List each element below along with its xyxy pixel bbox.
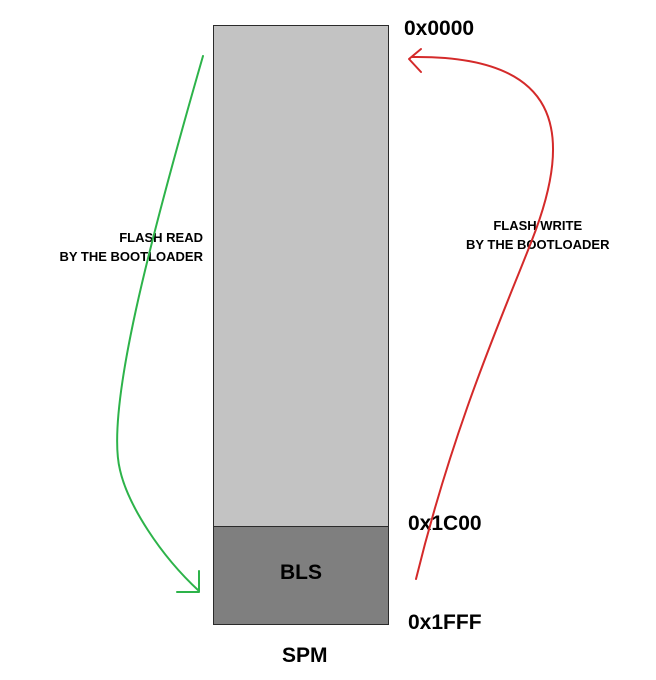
flash-write-line1: FLASH WRITE bbox=[493, 218, 583, 233]
flash-write-annotation: FLASH WRITE BY THE BOOTLOADER bbox=[466, 216, 610, 254]
flash-write-arrow bbox=[408, 48, 555, 580]
flash-read-line1: FLASH READ bbox=[119, 230, 203, 245]
bls-label: BLS bbox=[280, 560, 322, 584]
flash-write-line2: BY THE BOOTLOADER bbox=[466, 237, 610, 252]
bootloader-section: BLS bbox=[213, 526, 389, 625]
diagram-title: SPM bbox=[282, 644, 328, 667]
application-flash-section bbox=[213, 25, 389, 527]
address-end-label: 0x1FFF bbox=[408, 611, 482, 634]
address-start-label: 0x0000 bbox=[404, 17, 475, 40]
flash-read-annotation: FLASH READ BY THE BOOTLOADER bbox=[60, 228, 204, 266]
flash-read-line2: BY THE BOOTLOADER bbox=[59, 249, 204, 264]
flash-read-arrow bbox=[116, 55, 204, 593]
address-bls-start-label: 0x1C00 bbox=[408, 512, 482, 535]
